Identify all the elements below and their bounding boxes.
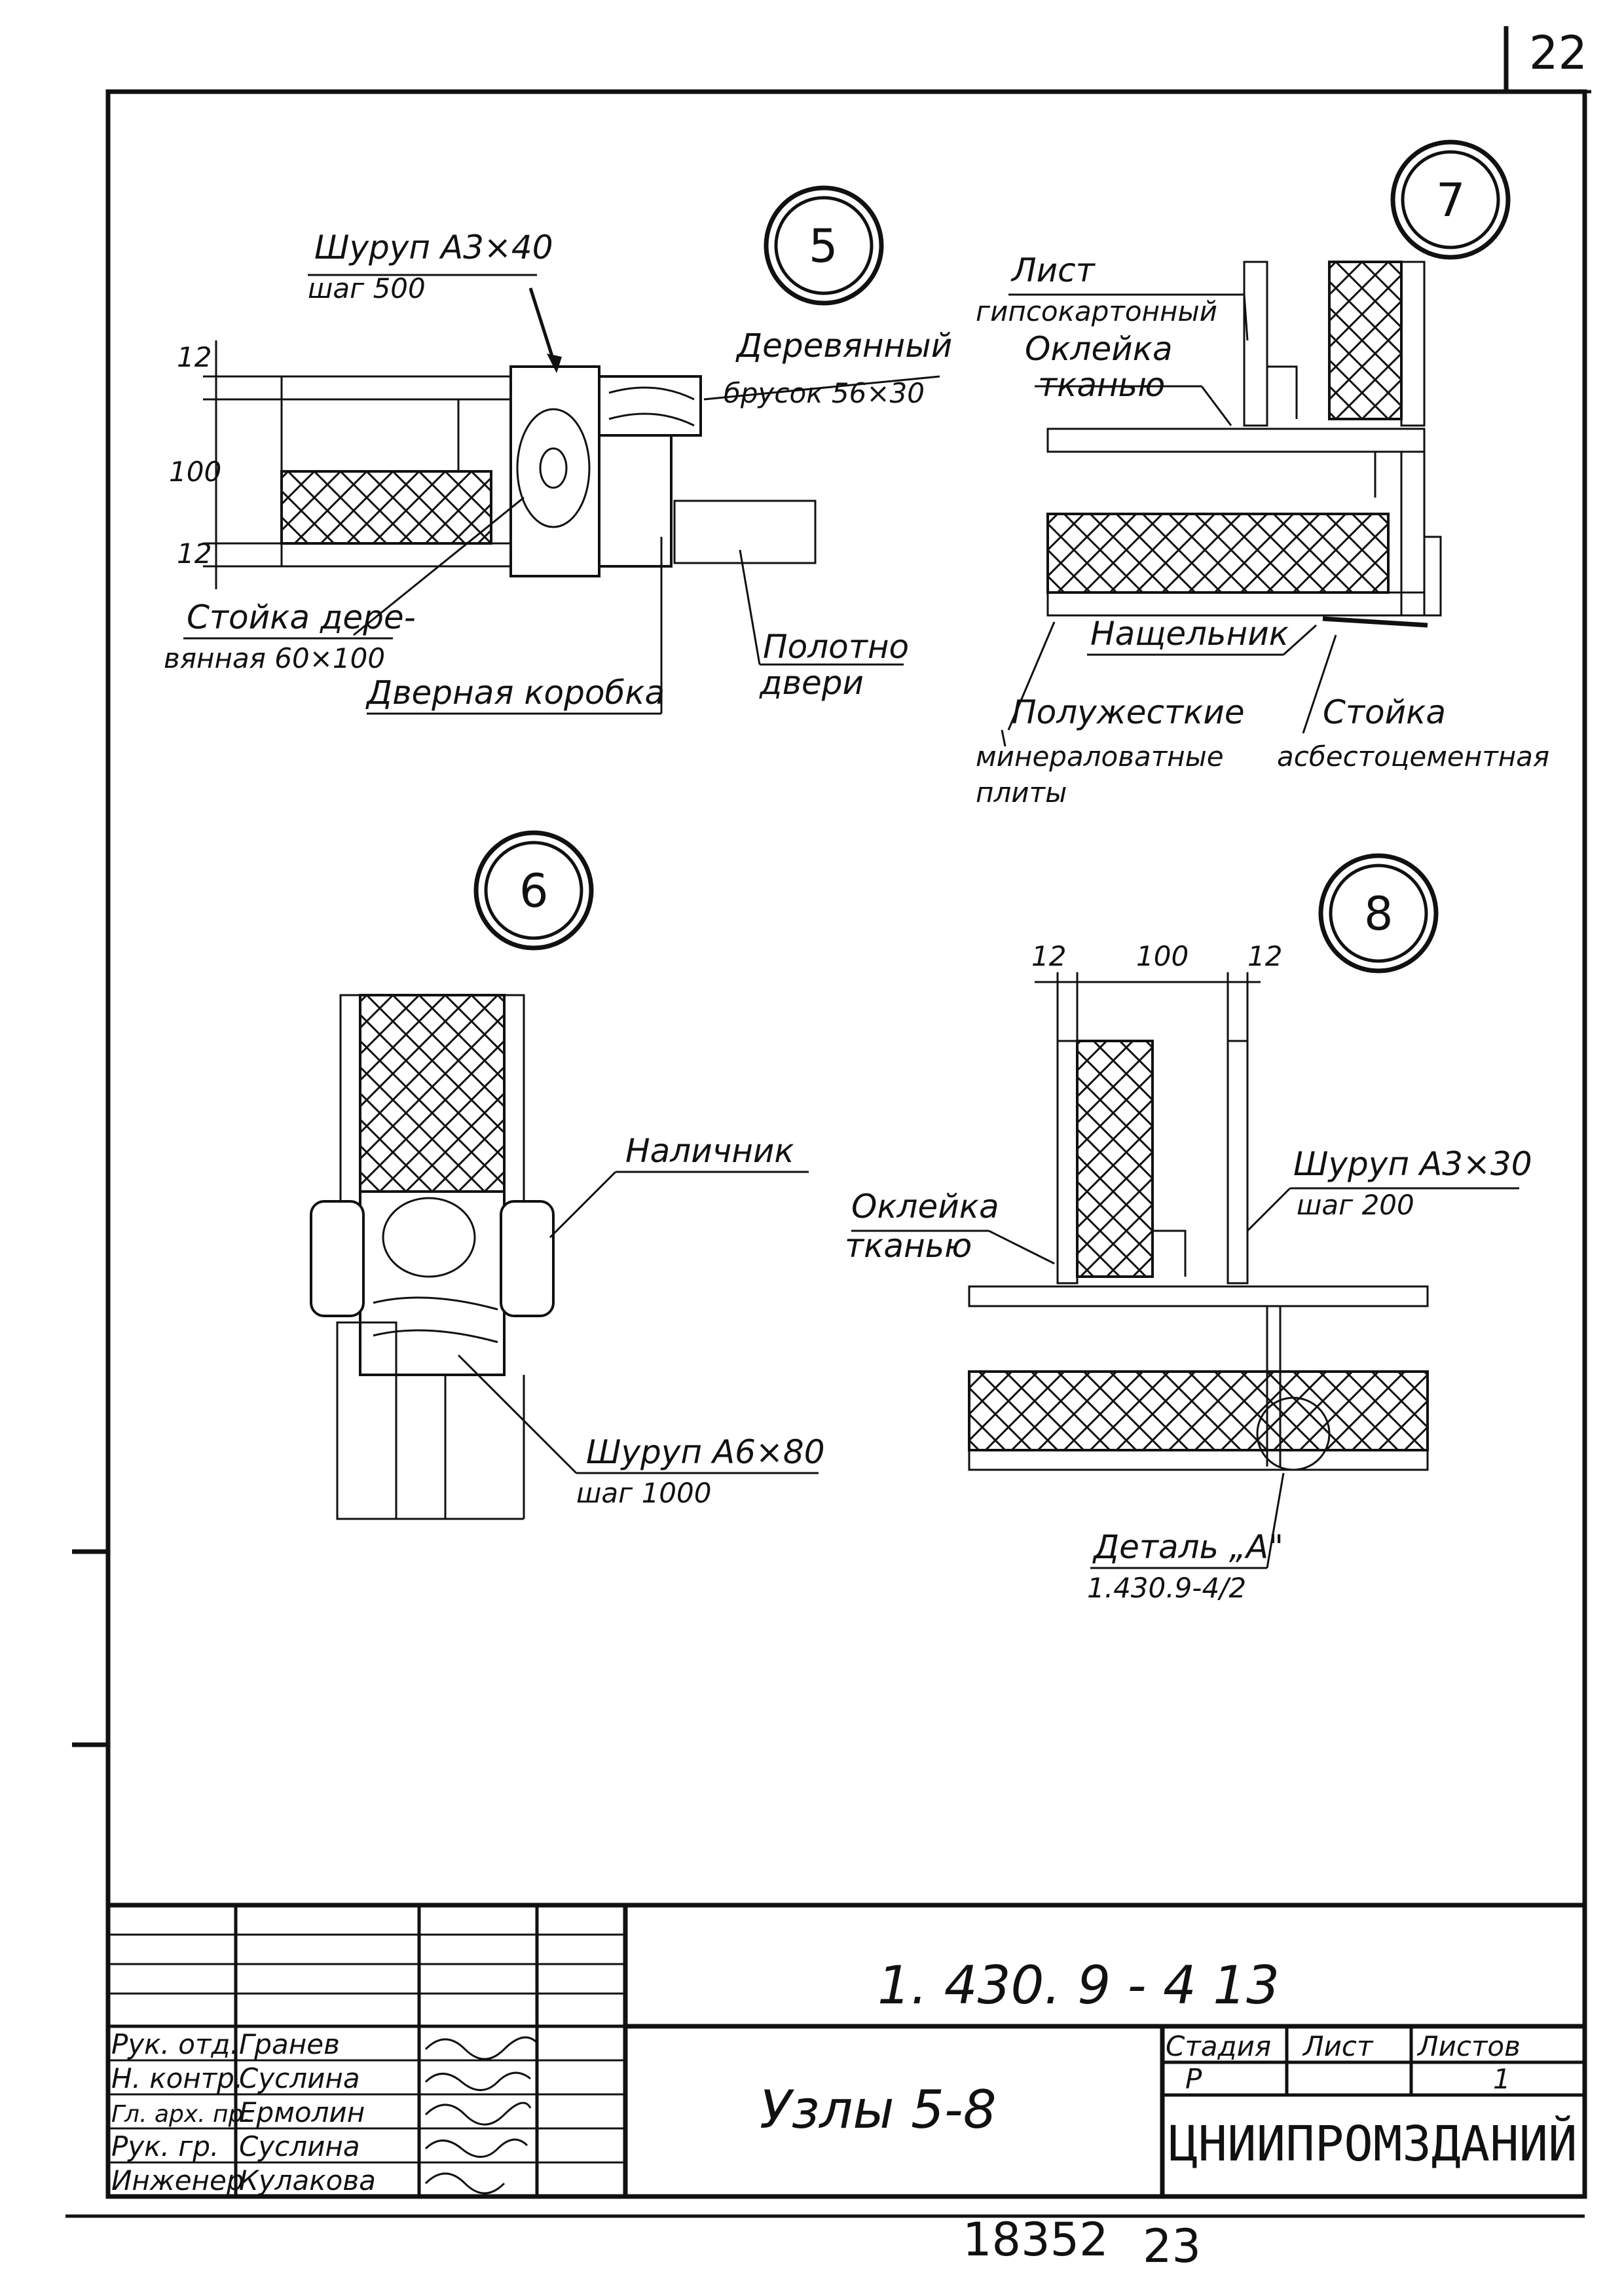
signatory-role: Гл. арх. пр. (111, 2101, 251, 2128)
sheet-header: Лист (1302, 2030, 1374, 2062)
node-5-door-leaf-label2: двери (759, 664, 864, 702)
title-block (105, 1903, 1587, 2199)
node-8-detail-ref: 1.430.9-4/2 (1087, 1572, 1246, 1604)
signatory-name: Ермолин (239, 2096, 365, 2128)
node-8-fabric-label2: тканью (845, 1227, 972, 1265)
stage-value: Р (1185, 2063, 1202, 2095)
node-7-post-label: Стойка (1323, 693, 1446, 731)
node-8-screw-label: Шуруп А3×30 (1293, 1145, 1532, 1183)
node-5-screw-label: Шуруп А3×40 (314, 228, 553, 266)
signatory-role: Н. контр. (111, 2062, 243, 2094)
node-5-number: 5 (809, 219, 838, 273)
corner-sheet-number: 22 (1529, 26, 1587, 80)
node-7-post-label2: асбестоцементная (1277, 740, 1549, 773)
node-8-screw-step: шаг 200 (1297, 1189, 1414, 1221)
node-7-strip-label: Нащельник (1090, 615, 1289, 653)
signatory-role: Рук. отд. (111, 2028, 239, 2060)
node-7-plates-label: Полужесткие (1012, 693, 1245, 731)
archive-number: 18352 (963, 2213, 1109, 2267)
signatory-name: Суслина (239, 2130, 360, 2162)
node-6-casing-label: Наличник (625, 1132, 794, 1170)
node-8-dim-mid: 100 (1136, 940, 1189, 972)
node-8-detail: 8 (851, 853, 1519, 1569)
signatory-name: Суслина (239, 2062, 360, 2094)
node-6-number: 6 (519, 864, 549, 918)
node-8-fabric-label: Оклейка (851, 1188, 999, 1226)
sheets-header: Листов (1416, 2030, 1521, 2062)
node-8-dim-left: 12 (1031, 940, 1066, 972)
node-5-wood-bar-label: Деревянный (735, 327, 952, 365)
node-6-screw-step: шаг 1000 (576, 1477, 711, 1509)
sheets-value: 1 (1493, 2063, 1511, 2095)
archive-number-2: 23 (1143, 2219, 1201, 2273)
node-7-gypsum-label: Лист (1010, 251, 1096, 289)
node-5-dim-mid: 100 (169, 456, 221, 488)
node-5-door-leaf-label: Полотно (763, 628, 909, 666)
node-5-door-frame-label: Дверная коробка (365, 674, 665, 712)
signatory-role: Инженер (111, 2164, 244, 2196)
node-7-number: 7 (1436, 173, 1466, 227)
node-5-detail: 5 (183, 185, 940, 715)
node-7-plates-label2: минераловатные (976, 740, 1224, 773)
node-8-number: 8 (1364, 887, 1393, 941)
node-5-post-size: вянная 60×100 (164, 642, 385, 674)
node-5-wood-bar-size: брусок 56×30 (724, 377, 925, 409)
signatory-name: Кулакова (239, 2164, 376, 2196)
organization-name: ЦНИИПРОМЗДАНИЙ (1169, 2115, 1578, 2172)
node-5-screw-step: шаг 500 (308, 272, 426, 304)
node-7-fabric-label2: тканью (1038, 366, 1165, 404)
node-7-plates-label3: плиты (976, 776, 1067, 809)
node-7-detail: 7 (1001, 139, 1511, 747)
node-6-screw-label: Шуруп А6×80 (586, 1433, 825, 1471)
title-designation: 1. 430. 9 - 4 13 (877, 1955, 1280, 2016)
node-7-gypsum-label2: гипсокартонный (976, 295, 1217, 327)
stage-header: Стадия (1166, 2030, 1271, 2062)
signatory-name: Гранев (239, 2028, 340, 2060)
signatory-role: Рук. гр. (111, 2130, 219, 2162)
node-5-dim-top: 12 (177, 341, 212, 373)
node-8-detail-label: Деталь „А" (1092, 1528, 1283, 1566)
node-5-post-label: Стойка дере- (187, 598, 416, 636)
node-8-dim-right: 12 (1247, 940, 1282, 972)
title-name: Узлы 5-8 (760, 2079, 997, 2140)
node-7-fabric-label: Оклейка (1025, 330, 1173, 368)
node-5-dim-bot: 12 (177, 538, 212, 570)
node-6-detail: 6 (310, 830, 819, 1520)
